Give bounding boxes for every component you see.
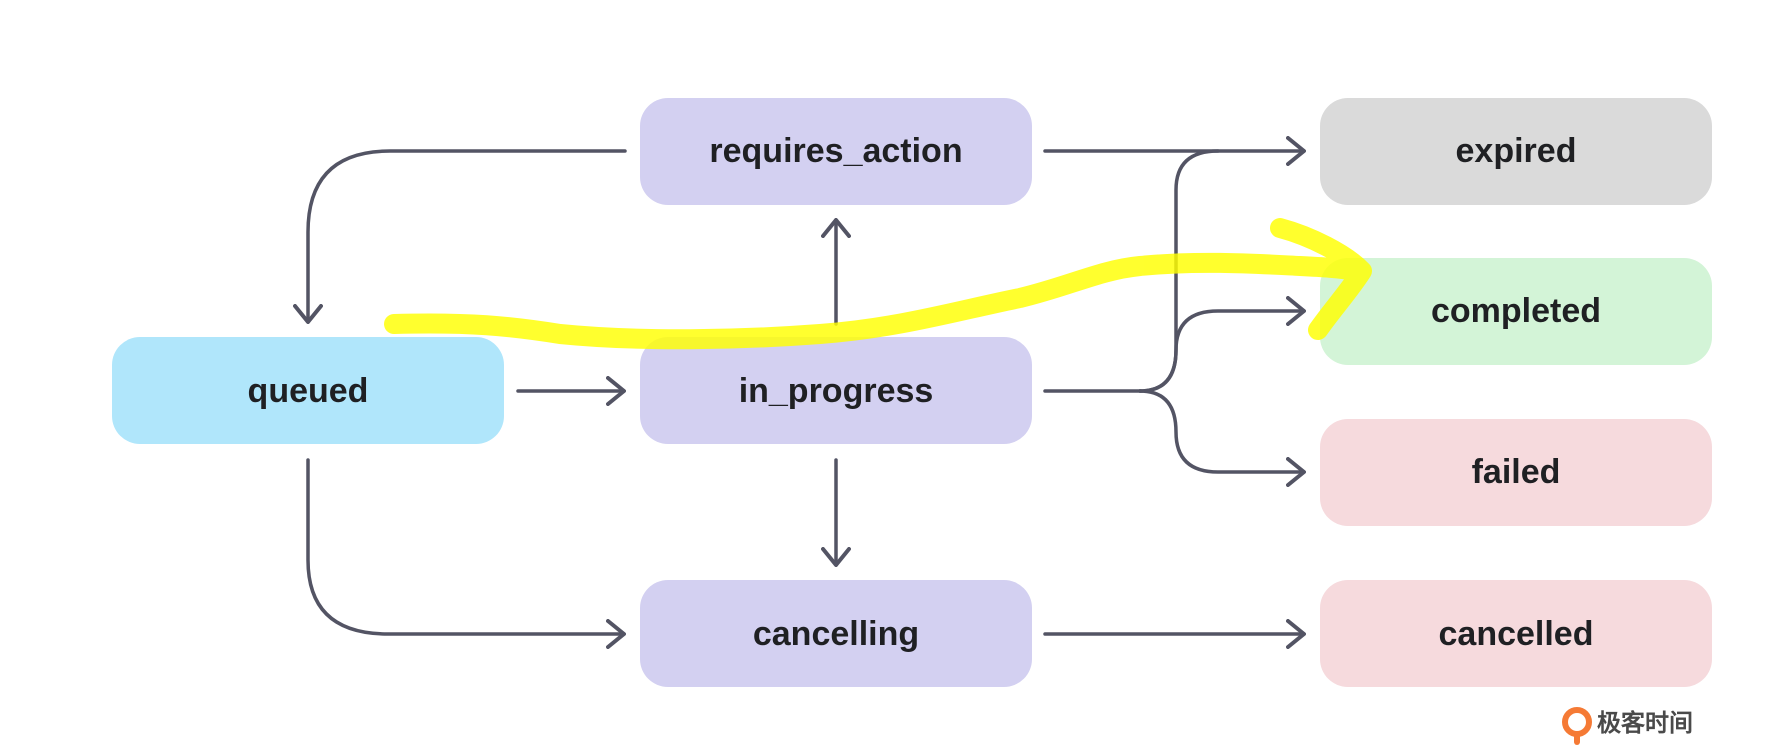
- node-cancelling-label: cancelling: [753, 615, 919, 653]
- node-failed-label: failed: [1472, 453, 1561, 491]
- node-expired-box: [1320, 98, 1712, 205]
- node-cancelled: cancelled: [1320, 580, 1712, 687]
- node-expired-label: expired: [1456, 132, 1577, 170]
- node-in-progress: in_progress: [640, 337, 1032, 444]
- node-completed: completed: [1320, 258, 1712, 365]
- edge-in-progress-to-completed: [1138, 296, 1306, 393]
- node-queued: queued: [112, 337, 504, 444]
- node-cancelled-box: [1320, 580, 1712, 687]
- node-queued-box: [112, 337, 504, 444]
- edge-requires-action-to-queued: [293, 149, 627, 324]
- node-cancelling: cancelling: [640, 580, 1032, 687]
- node-completed-label: completed: [1431, 292, 1601, 330]
- watermark: 极客时间: [1562, 707, 1693, 745]
- highlight-arrow-head: [1270, 218, 1372, 340]
- watermark-logo-icon: [1562, 707, 1592, 745]
- edge-in-progress-to-failed: [1138, 389, 1306, 487]
- node-cancelled-label: cancelled: [1439, 615, 1594, 653]
- node-expired: expired: [1320, 98, 1712, 205]
- highlight-annotation: [384, 218, 1372, 350]
- node-in-progress-box: [640, 337, 1032, 444]
- node-queued-label: queued: [248, 372, 369, 410]
- node-requires-action: requires_action: [640, 98, 1032, 205]
- node-in-progress-label: in_progress: [739, 372, 934, 410]
- watermark-text: 极客时间: [1597, 709, 1693, 737]
- edge-queued-to-cancelling: [306, 458, 626, 649]
- node-cancelling-box: [640, 580, 1032, 687]
- node-failed-box: [1320, 419, 1712, 526]
- node-completed-box: [1320, 258, 1712, 365]
- node-failed: failed: [1320, 419, 1712, 526]
- node-requires-action-label: requires_action: [709, 132, 962, 170]
- highlight-stroke: [384, 252, 1366, 350]
- node-requires-action-box: [640, 98, 1032, 205]
- connectors: [293, 136, 1306, 649]
